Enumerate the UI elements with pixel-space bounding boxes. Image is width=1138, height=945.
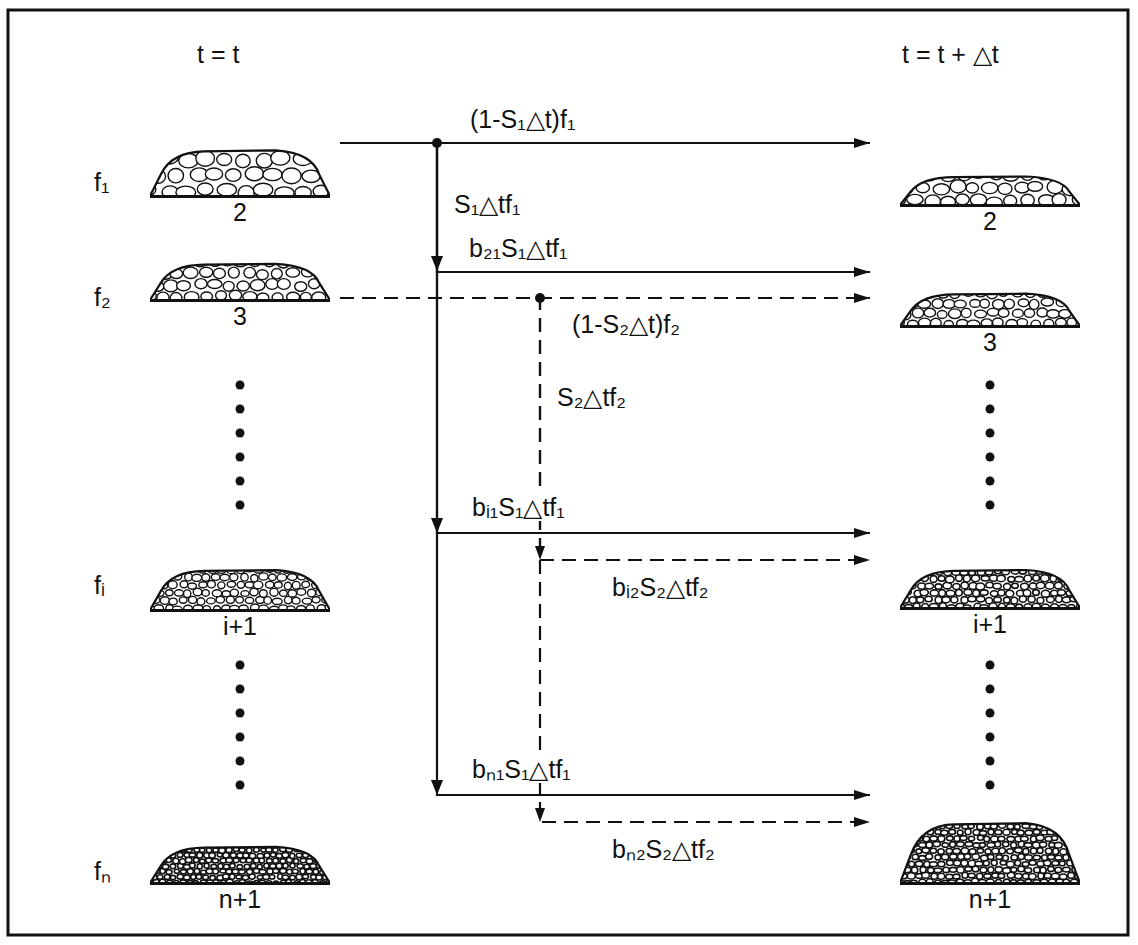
symbol-label: t = t + △t [900,40,1001,68]
pile-node: n+1 [140,838,340,913]
pile-node: i+1 [870,523,1110,638]
symbol-label: f₂ [92,283,113,311]
symbol-label: S₂△tf₂ [555,383,628,411]
flow-label: bₙ₁S₁△tf₁ [470,755,573,783]
pile-number: i+1 [140,612,340,640]
flow-label: b₂₁S₁△tf₁ [467,234,569,262]
flow-label: bₙ₂S₂△tf₂ [610,835,717,863]
flow-arrow [340,143,870,533]
flow-arrow [340,143,870,272]
flow-label: bᵢ₁S₁△tf₁ [470,493,567,521]
pile-illustration [900,568,1080,610]
pile-number: n+1 [140,885,340,913]
pile-number: n+1 [870,885,1110,913]
pile-node: n+1 [870,785,1110,913]
symbol-label: fₙ [92,857,113,885]
pile-illustration [900,292,1080,328]
flow-label: (1-S₂△t)f₂ [570,310,682,338]
pile-number: 3 [870,328,1110,356]
pile-node: 3 [870,262,1110,356]
pile-illustration [900,820,1080,885]
symbol-label: f₁ [92,168,111,196]
pile-node: 2 [140,130,340,226]
symbol-label: S₁△tf₁ [452,190,522,218]
pile-illustration [150,148,330,198]
pile-number: 3 [140,302,340,330]
pile-number: 2 [140,198,340,226]
pile-number: i+1 [870,610,1110,638]
ellipsis-dots [236,381,995,790]
frame [8,10,1128,935]
pile-node: 3 [140,255,340,330]
symbol-label: t = t [195,40,241,68]
pile-illustration [150,845,330,885]
pile-illustration [150,568,330,612]
pile-illustration [900,175,1080,207]
flow-arrow [340,143,870,795]
pile-number: 2 [870,207,1110,235]
pile-node: 2 [870,135,1110,235]
flow-arrow [340,298,870,822]
flow-label: (1-S₁△t)f₁ [468,105,577,133]
pile-node: i+1 [140,560,340,640]
symbol-label: fᵢ [92,571,107,599]
flow-label: bᵢ₂S₂△tf₂ [610,573,711,601]
flow-arrow [340,298,870,560]
pile-illustration [150,262,330,302]
